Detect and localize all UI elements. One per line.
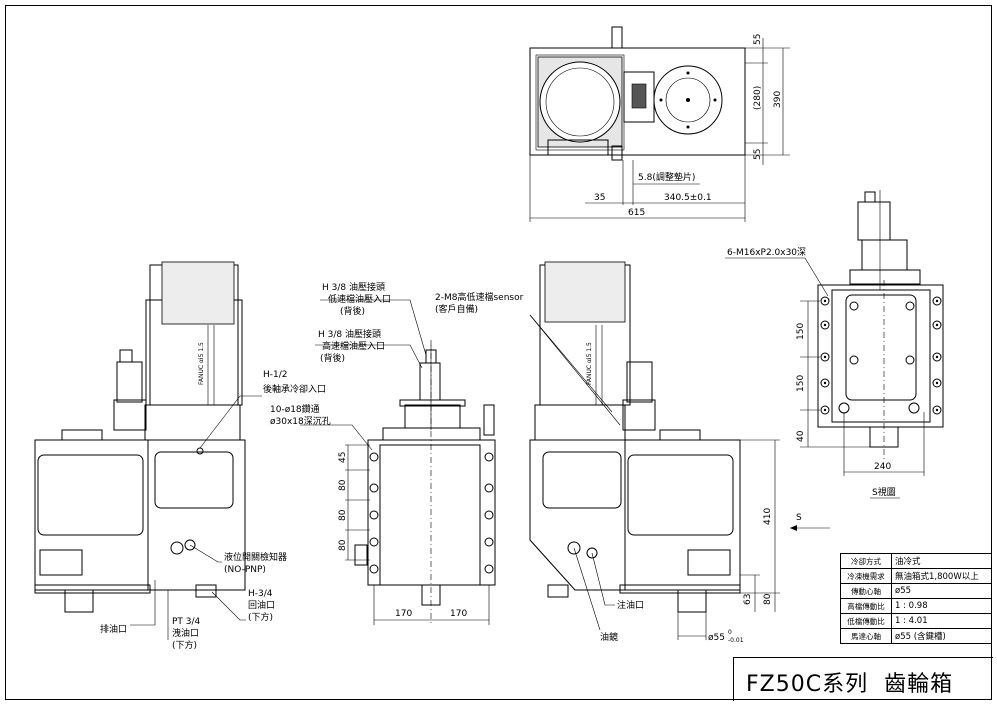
- spec-value: ø55 (含鍵槽): [891, 628, 992, 644]
- label-s-arrow: S: [796, 513, 802, 523]
- spec-value: 無油箱式1,800W以上: [891, 568, 992, 584]
- title-series: FZ50C系列: [746, 672, 869, 697]
- dim-340-5: 340.5±0.1: [664, 193, 712, 203]
- label-h38-b: H 3/8 油壓接頭: [318, 328, 381, 340]
- spec-key: 冷凍機需求: [840, 568, 892, 584]
- label-pt34-dir: (下方): [172, 639, 197, 651]
- label-sight: 油鏡: [600, 631, 618, 643]
- label-h34-desc: 回油口: [248, 599, 275, 611]
- spec-key: 低檔傳動比: [840, 613, 892, 629]
- label-fill: 注油口: [617, 599, 644, 611]
- s-view-holes-left: [820, 296, 830, 415]
- dim-80-c: 80: [338, 539, 348, 551]
- dim-35: 35: [594, 193, 605, 203]
- label-drain: 排油口: [100, 623, 127, 635]
- dim-40: 40: [796, 430, 806, 442]
- spec-row: 馬達心軸 ø55 (含鍵槽): [840, 628, 992, 644]
- spec-row: 傳動心軸 ø55: [840, 583, 992, 599]
- dim-45: 45: [338, 452, 348, 463]
- label-h34-dir: (下方): [248, 611, 273, 623]
- motor-label-side: FANUC αi5 1.5: [586, 342, 593, 385]
- dim-80-a: 80: [338, 479, 348, 491]
- spec-table: 冷卻方式 油冷式 冷凍機需求 無油箱式1,800W以上 傳動心軸 ø55 高檔傳…: [840, 553, 992, 644]
- label-pt34: PT 3/4: [172, 617, 201, 627]
- spec-value: 1 : 4.01: [891, 613, 992, 629]
- label-sensor-desc: (客戶自備): [435, 303, 478, 315]
- spec-value: ø55: [891, 583, 992, 599]
- spec-row: 高檔傳動比 1 : 0.98: [840, 598, 992, 614]
- dim-170-b: 170: [450, 609, 467, 619]
- spec-key: 傳動心軸: [840, 583, 892, 599]
- label-h38-a: H 3/8 油壓接頭: [322, 281, 385, 293]
- dim-280: (280): [753, 86, 763, 110]
- drawing-title: FZ50C系列 齒輪箱: [746, 666, 953, 698]
- label-holes-desc: ø30x18深沉孔: [270, 416, 331, 427]
- label-pt34-desc: 洩油口: [172, 627, 199, 639]
- dim-240: 240: [874, 462, 891, 472]
- spec-row: 冷凍機需求 無油箱式1,800W以上: [840, 568, 992, 584]
- dim-phi55-tol-upper: 0: [728, 629, 732, 636]
- label-sensor: 2-M8高低速檔sensor: [435, 291, 524, 303]
- dim-410: 410: [763, 508, 773, 525]
- dim-phi55: ø55: [708, 633, 725, 643]
- label-h12-desc: 後軸承冷卻入口: [263, 383, 326, 395]
- spec-value: 1 : 0.98: [891, 598, 992, 614]
- label-h38-b-desc: 高速檔油壓入口: [322, 340, 385, 352]
- spec-key: 馬達心軸: [840, 628, 892, 644]
- spec-row: 低檔傳動比 1 : 4.01: [840, 613, 992, 629]
- top-view: 55 (280) 390 55 5.8(調整墊片) 35 340.5±0.1 6…: [529, 26, 790, 222]
- label-h38-a-desc: 低速檔油壓入口: [328, 293, 391, 305]
- dim-150-a: 150: [796, 323, 806, 340]
- s-view-caption: S視圖: [872, 486, 896, 498]
- spec-key: 冷卻方式: [840, 553, 892, 569]
- dim-55-top: 55: [753, 34, 763, 45]
- front-view: FANUC αi5 1.5 H-1/2 後軸承冷卻入口 液位開關檢知器 (NO-…: [34, 261, 326, 651]
- label-h38-b-dir: (背後): [320, 352, 345, 364]
- label-holes: 10-ø18鑽通: [270, 403, 320, 415]
- dim-80: 80: [763, 593, 773, 605]
- dim-80-b: 80: [338, 509, 348, 521]
- side-view: FANUC αi5 1.5 2-M8高低速檔sensor (客戶自備) 注油口 …: [435, 261, 830, 644]
- dim-5-8: 5.8(調整墊片): [638, 171, 695, 183]
- dim-63: 63: [743, 594, 753, 605]
- label-h38-a-dir: (背後): [340, 305, 365, 317]
- title-block: [733, 657, 993, 701]
- dim-615: 615: [628, 208, 645, 218]
- motor-label-front: FANUC αi5 1.5: [198, 342, 205, 385]
- label-nopnp: (NO-PNP): [224, 565, 266, 575]
- dim-phi55-tol-lower: -0.01: [728, 637, 744, 644]
- dim-150-b: 150: [796, 375, 806, 392]
- label-h12: H-1/2: [263, 370, 288, 380]
- s-view: 6-M16xP2.0x30深 150 150 40 240 S視圖: [725, 190, 944, 499]
- middle-view: 45 80 80 80 170 170 H 3/8 油壓接頭 低速檔油壓入口 (…: [270, 281, 496, 625]
- dim-170-a: 170: [395, 609, 412, 619]
- label-tapped-holes: 6-M16xP2.0x30深: [727, 247, 806, 258]
- dim-55-bottom: 55: [753, 149, 763, 160]
- spec-key: 高檔傳動比: [840, 598, 892, 614]
- label-h34: H-3/4: [248, 589, 273, 599]
- mounting-holes-right: [484, 452, 494, 574]
- mounting-holes-left: [369, 452, 379, 574]
- s-view-holes-right: [932, 296, 942, 415]
- label-level-switch: 液位開關檢知器: [224, 551, 287, 563]
- title-name: 齒輪箱: [884, 672, 954, 697]
- spec-row: 冷卻方式 油冷式: [840, 553, 992, 569]
- spec-value: 油冷式: [891, 553, 992, 569]
- dim-390: 390: [773, 91, 783, 108]
